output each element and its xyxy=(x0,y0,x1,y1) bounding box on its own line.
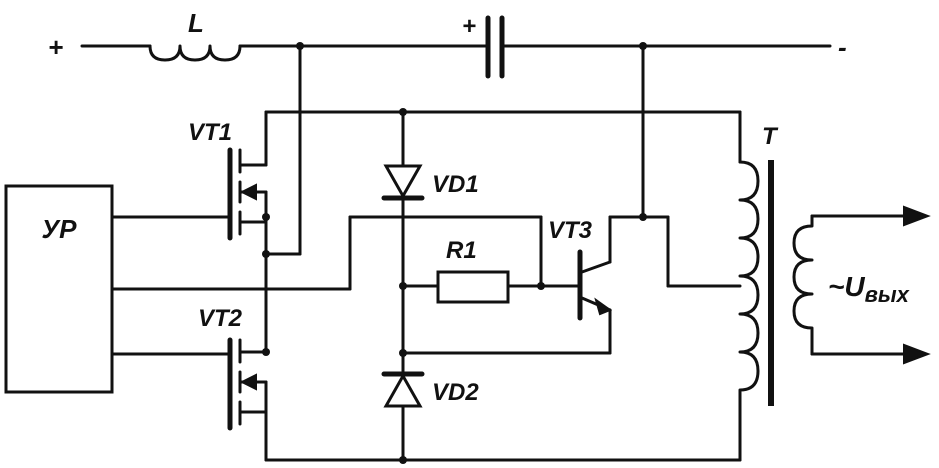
controller-block xyxy=(4,184,114,394)
capacitor xyxy=(485,15,505,79)
inductor-label: L xyxy=(188,8,204,38)
vt2-label: VT2 xyxy=(198,305,243,332)
vt3-label: VT3 xyxy=(548,217,593,244)
transformer-secondary xyxy=(792,205,931,365)
diode-vd2 xyxy=(381,371,425,408)
vt1-label: VT1 xyxy=(188,119,232,146)
r1-label: R1 xyxy=(446,237,477,264)
transistor-vt3 xyxy=(577,249,613,321)
inductor-l xyxy=(148,44,242,62)
capacitor-plus-label: + xyxy=(462,13,476,40)
controller-wires xyxy=(110,215,352,356)
transformer-primary xyxy=(738,160,760,402)
bridge-wiring xyxy=(264,44,742,462)
controller-label: УР xyxy=(42,214,78,244)
vd1-label: VD1 xyxy=(432,171,479,198)
transformer-label: T xyxy=(762,123,779,150)
transistor-vt2 xyxy=(227,337,268,431)
vd2-label: VD2 xyxy=(432,379,479,406)
output-voltage-subscript: вых xyxy=(865,282,910,307)
junction-nodes xyxy=(262,42,647,464)
output-voltage-prefix: ~U xyxy=(828,271,865,302)
diode-vd1 xyxy=(381,164,425,201)
output-voltage-label: ~Uвых xyxy=(828,271,910,307)
transistor-vt1 xyxy=(227,147,268,241)
negative-terminal-label: - xyxy=(838,32,847,62)
resistor-r1 xyxy=(436,270,510,304)
positive-terminal-label: + xyxy=(48,32,63,62)
